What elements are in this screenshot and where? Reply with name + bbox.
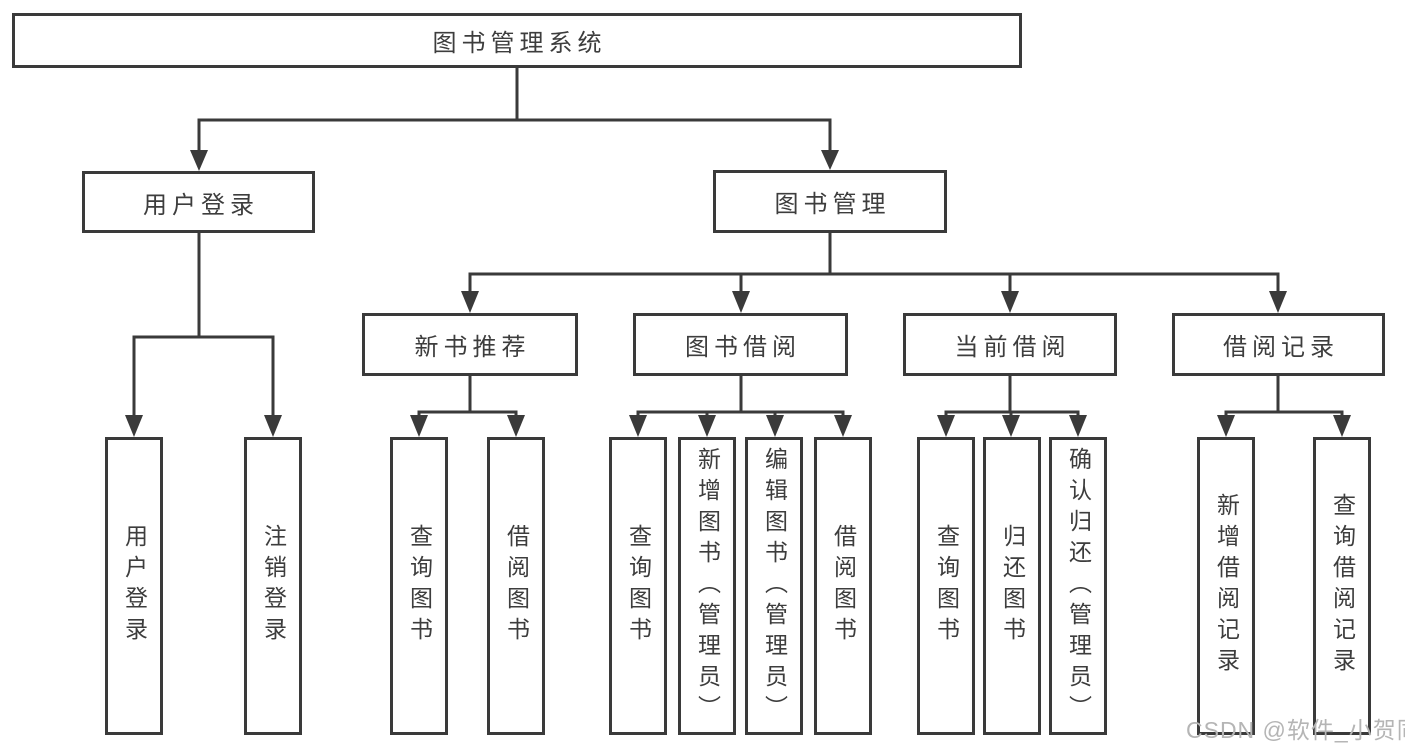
connector-login xyxy=(125,231,282,437)
leaf-current-return: 归还图书 xyxy=(983,437,1041,735)
leaf-records-query: 查询借阅记录 xyxy=(1313,437,1371,735)
connector-newbook xyxy=(410,374,525,437)
connector-mgmt xyxy=(461,231,1287,313)
leaf-newbook-query: 查询图书 xyxy=(390,437,448,735)
leaf-borrow-query: 查询图书 xyxy=(609,437,667,735)
node-user-login: 用户登录 xyxy=(82,171,315,233)
connector-root xyxy=(190,66,839,171)
node-root: 图书管理系统 xyxy=(12,13,1022,68)
leaf-current-query: 查询图书 xyxy=(917,437,975,735)
node-new-book-recommend: 新书推荐 xyxy=(362,313,578,376)
node-current-borrow: 当前借阅 xyxy=(903,313,1117,376)
connector-records xyxy=(1217,374,1351,437)
connector-borrow xyxy=(629,374,852,437)
node-book-management: 图书管理 xyxy=(713,170,947,233)
node-borrow-records: 借阅记录 xyxy=(1172,313,1385,376)
leaf-borrow-book: 借阅图书 xyxy=(814,437,872,735)
leaf-logout: 注销登录 xyxy=(244,437,302,735)
leaf-borrow-edit-admin: 编辑图书（管理员） xyxy=(745,437,803,735)
node-book-borrow: 图书借阅 xyxy=(633,313,848,376)
leaf-newbook-borrow: 借阅图书 xyxy=(487,437,545,735)
watermark: CSDN @软件_小贺同学 xyxy=(1186,717,1405,743)
leaf-user-login: 用户登录 xyxy=(105,437,163,735)
leaf-current-confirm-return-admin: 确认归还（管理员） xyxy=(1049,437,1107,735)
connector-current xyxy=(937,374,1087,437)
leaf-borrow-add-admin: 新增图书（管理员） xyxy=(678,437,736,735)
leaf-records-add: 新增借阅记录 xyxy=(1197,437,1255,735)
